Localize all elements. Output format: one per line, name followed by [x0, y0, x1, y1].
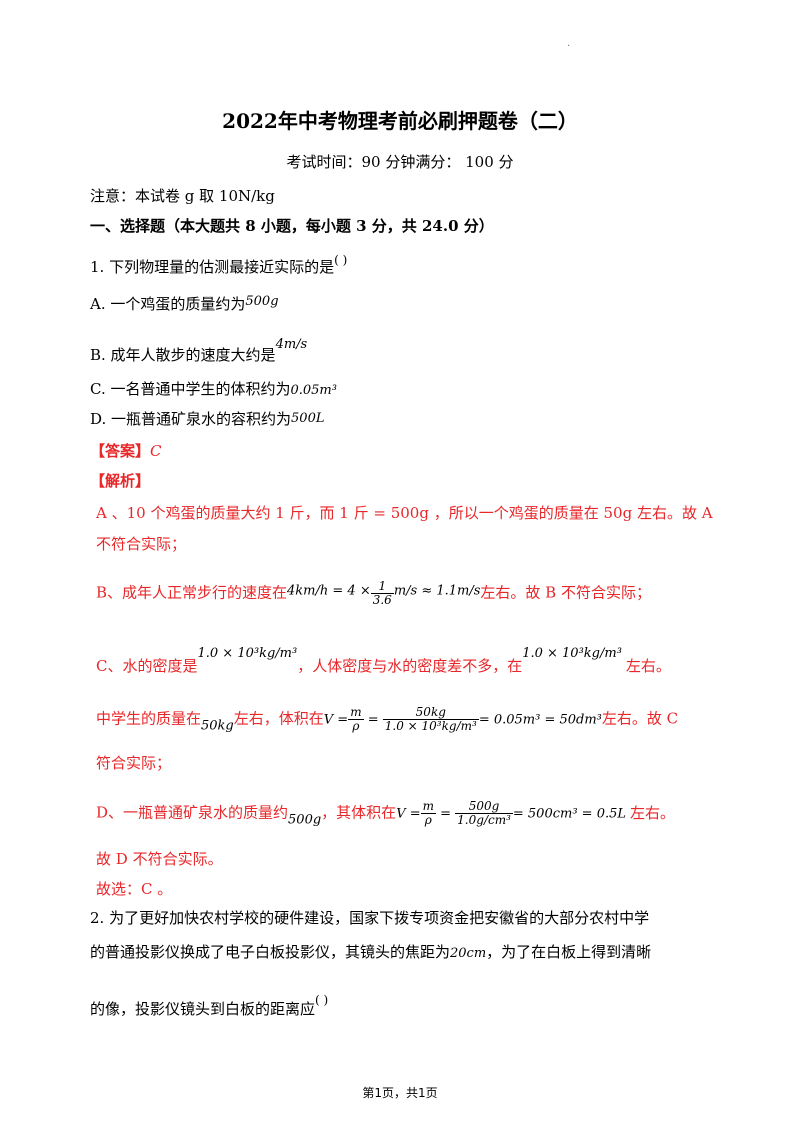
- page-title: 2022年中考物理考前必刷押题卷（二）: [222, 109, 578, 133]
- analysis-a-line2: 不符合实际；: [96, 535, 187, 553]
- option-c: C. 一名普通中学生的体积约为0.05m³: [90, 380, 337, 398]
- analysis-c-line3: 符合实际；: [96, 754, 172, 772]
- analysis-label: 【解析】: [90, 472, 151, 490]
- section-heading: 一、选择题（本大题共 8 小题，每小题 3 分，共 24.0 分）: [90, 217, 494, 235]
- analysis-a-line1: A 、10 个鸡蛋的质量大约 1 斤，而 1 斤 = 500g ，所以一个鸡蛋的…: [96, 504, 713, 522]
- page-footer: 第1页，共1页: [362, 1086, 438, 1100]
- exam-info: 考试时间：90 分钟满分： 100 分: [286, 153, 514, 171]
- question-2-line3: 的像，投影仪镜头到白板的距离应( ): [90, 993, 329, 1018]
- corner-dot: .: [567, 38, 571, 49]
- answer-paren: ( ): [334, 253, 348, 267]
- analysis-d-line2: 故 D 不符合实际。: [96, 850, 223, 868]
- answer-paren-2: ( ): [315, 993, 329, 1007]
- question-1-stem: 1. 下列物理量的估测最接近实际的是( ): [90, 253, 348, 276]
- exam-note: 注意：本试卷 g 取 10N/kg: [90, 187, 275, 205]
- option-a: A. 一个鸡蛋的质量约为500g: [90, 294, 279, 313]
- answer-line: 【答案】C: [90, 442, 162, 460]
- question-2-line1: 2. 为了更好加快农村学校的硬件建设，国家下拨专项资金把安徽省的大部分农村中学: [90, 909, 650, 927]
- option-b: B. 成年人散步的速度大约是4m/s: [90, 337, 308, 364]
- option-d: D. 一瓶普通矿泉水的容积约为500L: [90, 410, 325, 428]
- question-2-line2: 的普通投影仪换成了电子白板投影仪，其镜头的焦距为20cm，为了在白板上得到清晰: [90, 943, 652, 961]
- analysis-c-line1: C、水的密度是1.0 × 10³kg/m³，人体密度与水的密度差不多，在1.0 …: [96, 646, 671, 675]
- final-choice: 故选：C 。: [96, 880, 173, 898]
